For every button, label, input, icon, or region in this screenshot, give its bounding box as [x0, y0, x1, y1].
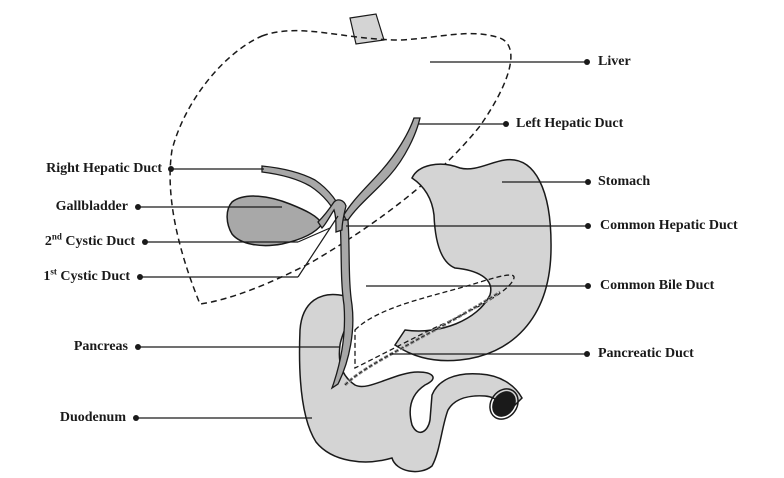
label-common-hepatic-duct: Common Hepatic Duct: [600, 218, 738, 234]
stomach-shape: [395, 160, 551, 361]
dot-gallbladder: [135, 204, 141, 210]
dot-duodenum: [133, 415, 139, 421]
dot-left-hepatic-duct: [503, 121, 509, 127]
label-right-hepatic-duct: Right Hepatic Duct: [10, 161, 162, 177]
label-pancreas: Pancreas: [10, 339, 128, 355]
dot-2nd-cystic-duct: [142, 239, 148, 245]
label-common-bile-duct: Common Bile Duct: [600, 278, 714, 294]
dot-stomach: [585, 179, 591, 185]
dot-right-hepatic-duct: [168, 166, 174, 172]
esophagus-shape: [350, 14, 384, 44]
left-hepatic-duct-shape: [342, 118, 420, 220]
label-left-hepatic-duct: Left Hepatic Duct: [516, 116, 623, 132]
label-2nd-cystic-duct: 2nd Cystic Duct: [10, 234, 135, 250]
label-2nd-cystic-duct-num: 2: [45, 234, 52, 249]
dot-common-hepatic-duct: [585, 223, 591, 229]
dot-1st-cystic-duct: [137, 274, 143, 280]
label-stomach: Stomach: [598, 174, 650, 190]
dot-common-bile-duct: [585, 283, 591, 289]
label-pancreatic-duct: Pancreatic Duct: [598, 346, 694, 362]
label-1st-cystic-duct: 1st Cystic Duct: [10, 269, 130, 285]
label-gallbladder: Gallbladder: [10, 199, 128, 215]
label-2nd-cystic-duct-sup: nd: [52, 231, 62, 241]
cystic-duct-shape: [318, 200, 346, 232]
label-1st-cystic-duct-text: Cystic Duct: [57, 269, 130, 284]
dot-pancreas: [135, 344, 141, 350]
dot-liver: [584, 59, 590, 65]
dot-pancreatic-duct: [584, 351, 590, 357]
label-liver: Liver: [598, 54, 631, 70]
label-2nd-cystic-duct-text: Cystic Duct: [62, 234, 135, 249]
label-duodenum: Duodenum: [10, 410, 126, 426]
